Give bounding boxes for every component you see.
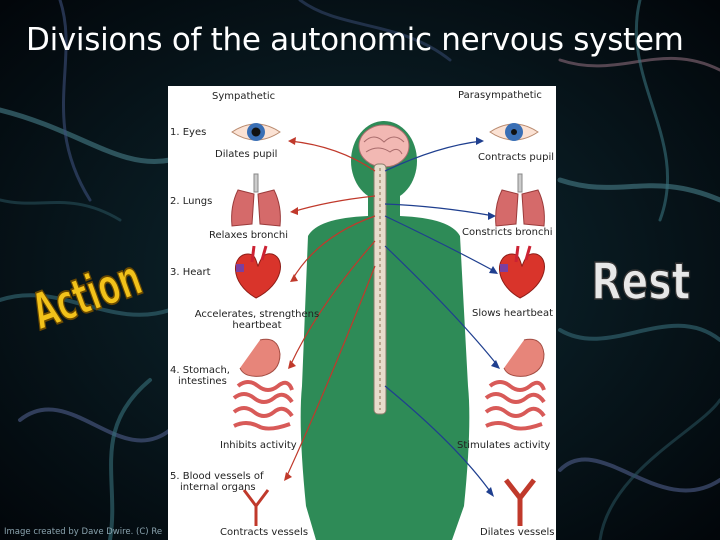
parasympathetic-arrows [384,140,499,495]
organ-label-vessels-line2: internal organs [180,482,256,493]
organ-label-eyes: 1. Eyes [170,127,207,138]
sym-effect-heart-line1: Accelerates, strengthens [194,309,320,320]
right-heart-icon [499,245,545,299]
action-word-graphic: Action [34,247,150,340]
spinal-cord [373,163,387,415]
slide-title: Divisions of the autonomic nervous syste… [26,22,684,58]
sym-effect-lungs: Relaxes bronchi [209,230,289,241]
organ-label-stomach-line2: intestines [178,376,227,387]
rest-word-graphic: Rest [591,251,692,304]
left-vessel-icon [242,489,270,526]
organ-label-heart: 3. Heart [170,267,211,278]
sympathetic-arrowheads [284,137,298,481]
left-stomach-icon [232,338,294,431]
para-effect-vessels: Dilates vessels [480,527,555,538]
right-stomach-icon [484,338,546,431]
left-eye-icon [231,123,281,141]
sym-effect-vessels: Contracts vessels [220,527,309,538]
sympathetic-arrows [285,140,376,479]
para-effect-eyes: Contracts pupil [478,152,554,163]
right-eye-icon [489,123,539,141]
sym-effect-stomach: Inhibits activity [220,440,297,451]
brain-icon [358,124,410,168]
rest-word: Rest [591,252,690,304]
para-effect-stomach: Stimulates activity [457,440,551,451]
para-effect-heart: Slows heartbeat [472,308,554,319]
para-effect-lungs: Constricts bronchi [462,227,553,238]
organ-label-vessels-line1: 5. Blood vessels of [170,471,264,482]
action-word: Action [34,248,149,340]
right-vessel-icon [504,478,536,526]
organ-label-stomach-line1: 4. Stomach, [170,365,230,376]
parasympathetic-arrowheads [476,137,500,497]
image-credit: Image created by Dave Dwire. (C) Re [4,527,163,537]
sympathetic-header: Sympathetic [212,91,276,102]
sym-effect-heart-line2: heartbeat [232,320,282,331]
sym-effect-eyes: Dilates pupil [215,149,278,160]
left-heart-icon [235,245,281,299]
autonomic-diagram: Sympathetic Parasympathetic 1. Eyes 2. L… [168,86,556,540]
right-lungs-icon [495,173,545,227]
diagram-artwork [231,121,546,540]
organ-label-lungs: 2. Lungs [170,196,213,207]
left-lungs-icon [231,173,281,227]
parasympathetic-header: Parasympathetic [458,90,542,101]
